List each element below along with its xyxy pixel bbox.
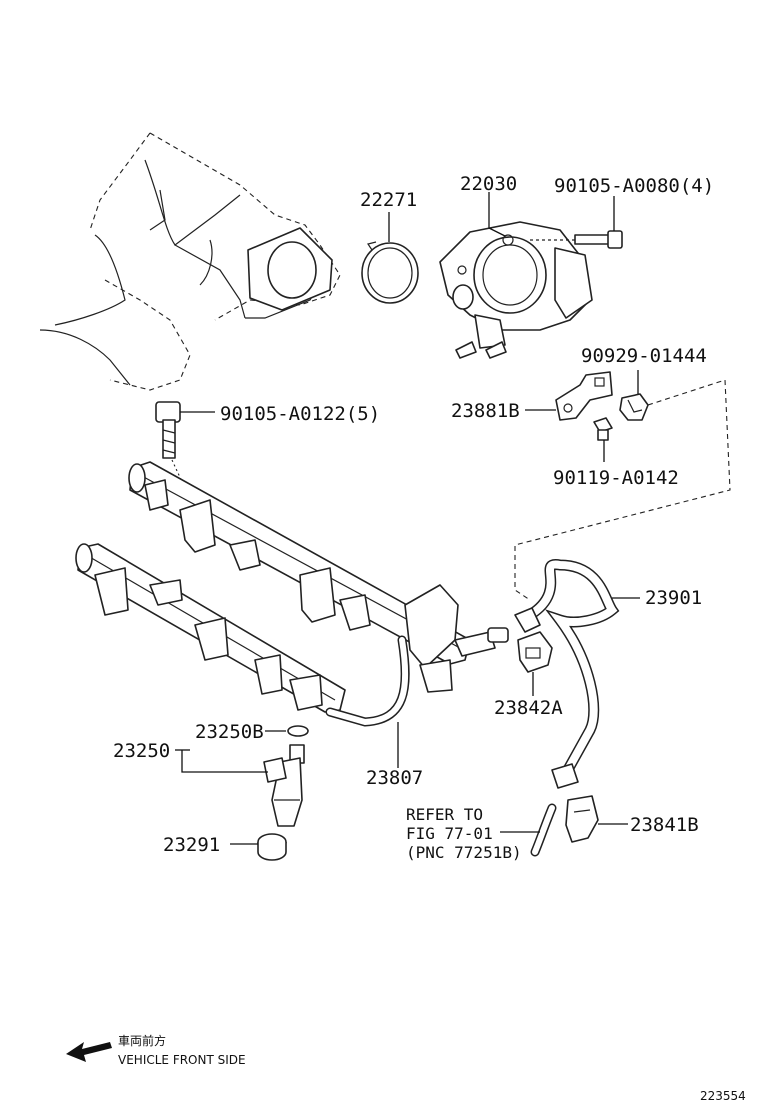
label-22030: 22030 — [460, 173, 517, 195]
label-23881b: 23881B — [451, 400, 520, 422]
label-23901: 23901 — [645, 587, 702, 609]
intake-manifold-outline — [39, 132, 341, 391]
rail-fuel-inlet[interactable] — [454, 627, 509, 657]
insulator-23291[interactable] — [257, 833, 287, 861]
label-23250: 23250 — [113, 740, 170, 762]
fuel-hose-23901[interactable] — [514, 558, 620, 789]
label-90929-01444: 90929-01444 — [581, 345, 707, 367]
figure-id: 223554 — [700, 1089, 746, 1103]
injector-23250[interactable] — [263, 744, 305, 827]
label-23291: 23291 — [163, 834, 220, 856]
reference-line-2: FIG 77-01 — [406, 824, 493, 843]
vehicle-front-arrow-icon — [66, 1042, 112, 1062]
fuel-rail-front[interactable] — [75, 543, 346, 713]
label-90105-a0122: 90105-A0122(5) — [220, 403, 380, 425]
bracket-23881b[interactable] — [555, 371, 613, 421]
reference-line-1: REFER TO — [406, 805, 483, 824]
fuel-pipe-23807[interactable] — [325, 635, 410, 727]
bolt-90105-a0080[interactable] — [530, 230, 623, 249]
throttle-body-22030[interactable] — [439, 221, 593, 359]
fuel-rail-rear[interactable] — [128, 461, 471, 693]
label-90105-a0080: 90105-A0080(4) — [554, 175, 714, 197]
label-23807: 23807 — [366, 767, 423, 789]
connector-23841b[interactable] — [565, 795, 599, 843]
label-90119-a0142: 90119-A0142 — [553, 467, 679, 489]
reference-line-3: (PNC 77251B) — [406, 843, 522, 862]
label-22271: 22271 — [360, 189, 417, 211]
clamp-90929-01444[interactable] — [619, 393, 649, 421]
direction-label-jp: 車両前方 — [118, 1033, 166, 1048]
label-23842a: 23842A — [494, 697, 563, 719]
direction-label-en: VEHICLE FRONT SIDE — [118, 1053, 246, 1067]
oring-23250b[interactable] — [287, 725, 309, 737]
connector-23842a[interactable] — [517, 631, 553, 673]
bolt-90119-a0142[interactable] — [593, 417, 613, 441]
label-23841b: 23841B — [630, 814, 699, 836]
reference-hose-stub[interactable] — [530, 803, 557, 857]
gasket-22271[interactable] — [361, 241, 419, 304]
label-23250b: 23250B — [195, 721, 264, 743]
